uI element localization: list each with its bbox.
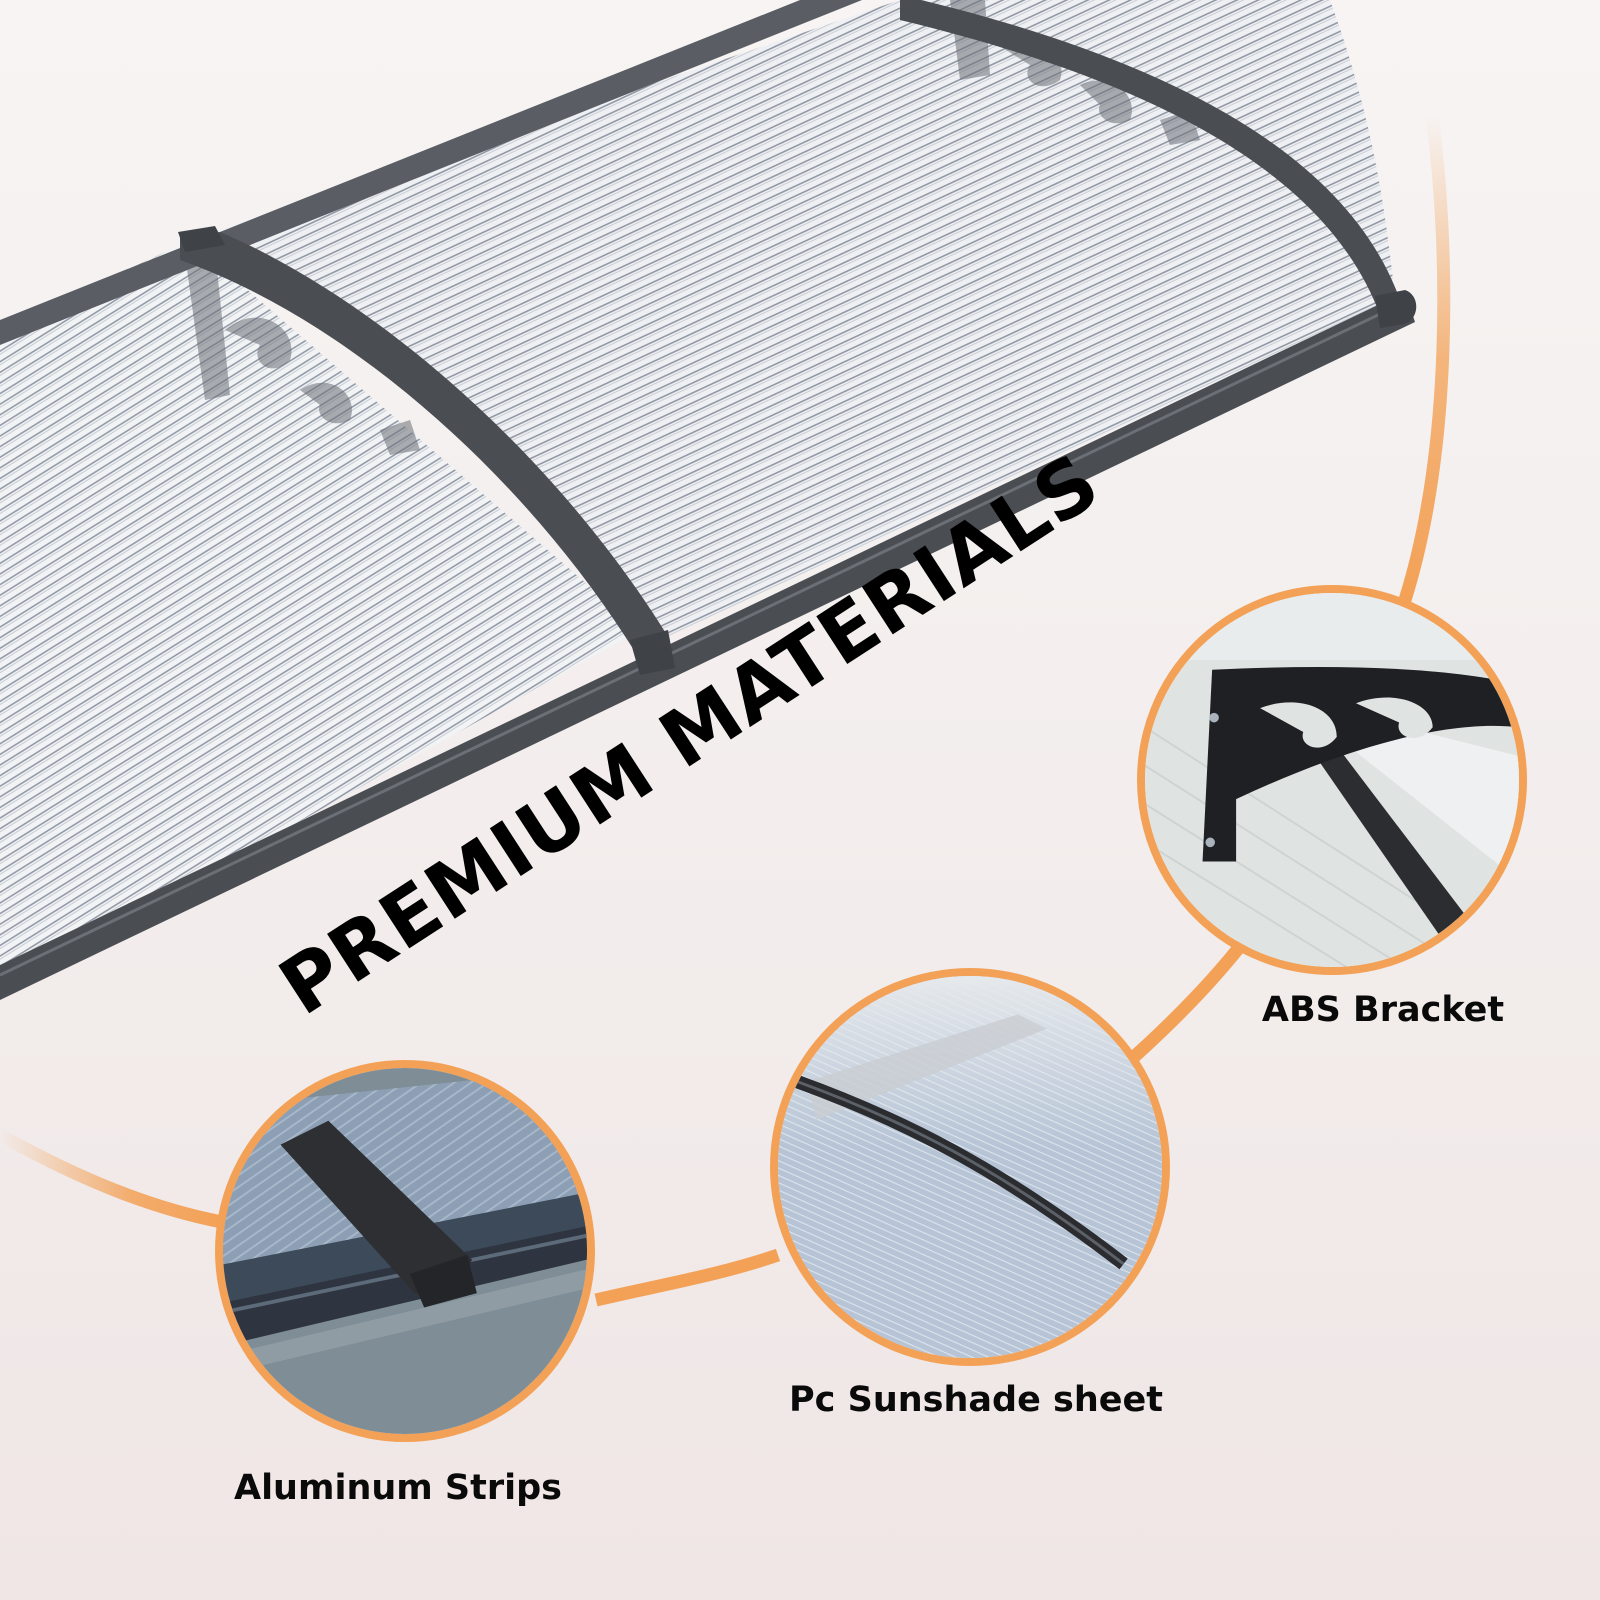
material-label-pc-sheet: Pc Sunshade sheet bbox=[789, 1380, 1163, 1420]
connector-arc-top bbox=[1398, 114, 1451, 602]
detail-circle-pc-sheet bbox=[770, 968, 1170, 1366]
material-label-abs-bracket: ABS Bracket bbox=[1261, 990, 1505, 1030]
detail-circle-abs-bracket bbox=[1137, 585, 1527, 975]
detail-circle-aluminum-strips bbox=[215, 1060, 595, 1442]
polycarbonate-sheet-closeup-icon bbox=[778, 976, 1162, 1358]
connector-arc-middle bbox=[594, 1248, 781, 1307]
material-label-aluminum-strips: Aluminum Strips bbox=[233, 1468, 563, 1508]
bracket-closeup-icon bbox=[1145, 593, 1519, 967]
aluminum-strip-closeup-icon bbox=[223, 1068, 587, 1434]
connector-arc-left bbox=[0, 1129, 224, 1229]
